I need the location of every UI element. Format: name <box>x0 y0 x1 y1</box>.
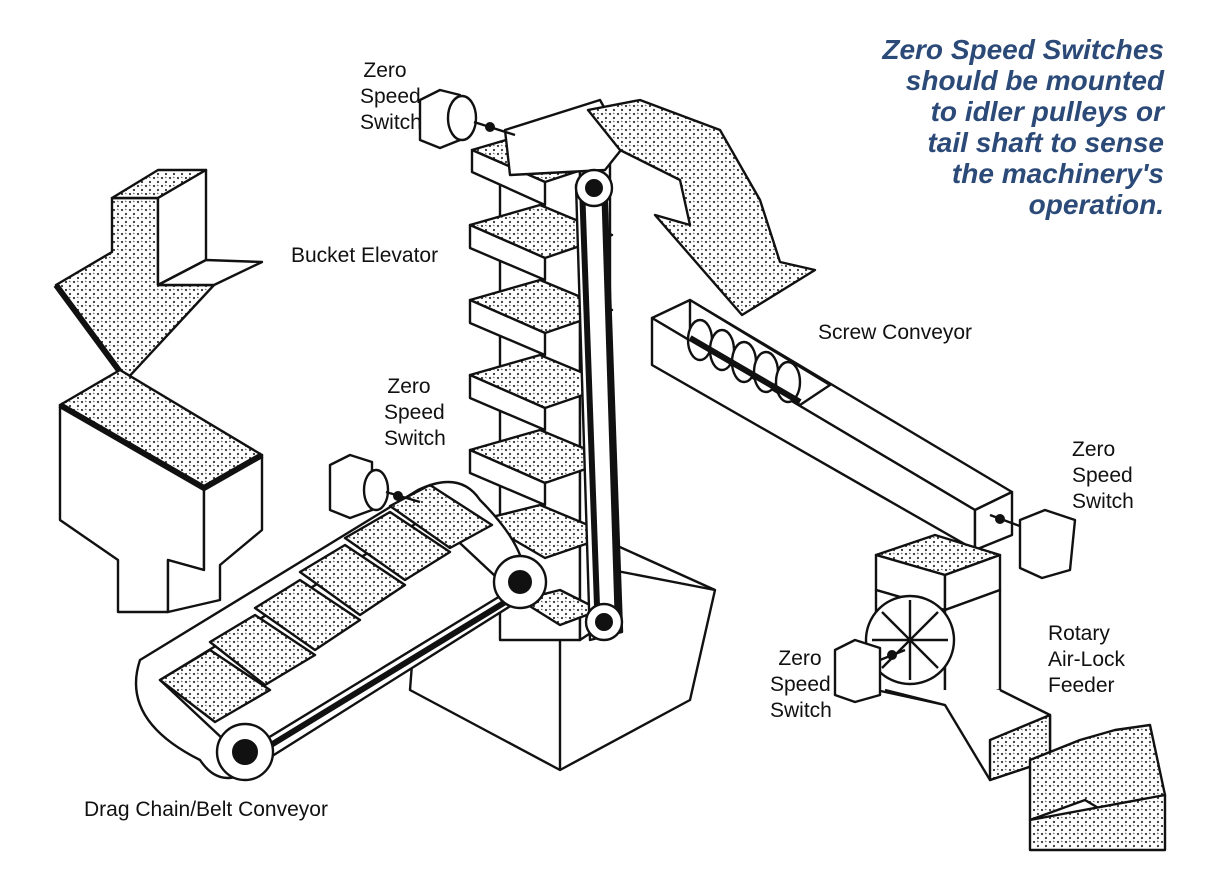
label-line: Air-Lock <box>1048 648 1126 671</box>
label-line: Speed <box>360 85 421 108</box>
label-line: Speed <box>770 673 831 696</box>
label-line: Switch <box>360 111 422 134</box>
label-screw-conveyor: Screw Conveyor <box>818 321 973 344</box>
bucket-elevator <box>408 98 717 772</box>
speed-switch-unit-top <box>418 88 516 150</box>
discharge-chute-arrow <box>586 98 817 317</box>
label-line: Rotary <box>1048 622 1110 645</box>
label-zero-speed-switch-bottom: Zero Speed Switch <box>770 646 832 724</box>
label-line: Zero <box>1072 438 1116 461</box>
label-bucket-elevator: Bucket Elevator <box>291 244 439 267</box>
label-line: Zero <box>778 647 822 670</box>
label-zero-speed-switch-right: Zero Speed Switch <box>1072 437 1134 515</box>
mounting-note: Zero Speed Switches should be mounted to… <box>804 34 1164 220</box>
label-line: Switch <box>770 699 832 722</box>
note-line: to idler pulleys or <box>930 96 1164 127</box>
rotary-airlock-feeder <box>864 533 1167 852</box>
screw-conveyor <box>650 298 1014 552</box>
hopper <box>53 168 264 614</box>
label-line: Speed <box>384 401 445 424</box>
label-rotary-airlock-feeder: Rotary Air-Lock Feeder <box>1048 621 1125 699</box>
note-line: operation. <box>1028 189 1164 220</box>
note-line: tail shaft to sense <box>927 127 1164 158</box>
label-line: Switch <box>1072 490 1134 513</box>
note-line: should be mounted <box>905 65 1164 96</box>
note-line: Zero Speed Switches <box>882 34 1164 65</box>
label-drag-chain-conveyor: Drag Chain/Belt Conveyor <box>84 798 328 821</box>
label-line: Zero <box>363 59 407 82</box>
speed-switch-unit-bottom <box>833 638 906 704</box>
label-line: Zero <box>387 375 431 398</box>
label-zero-speed-switch-top: Zero Speed Switch <box>360 58 422 136</box>
label-line: Switch <box>384 427 446 450</box>
label-zero-speed-switch-mid: Zero Speed Switch <box>384 374 446 452</box>
note-line: the machinery's <box>951 158 1164 189</box>
label-line: Feeder <box>1048 674 1115 697</box>
speed-switch-unit-right <box>989 508 1077 580</box>
label-line: Speed <box>1072 464 1133 487</box>
speed-switch-unit-mid <box>328 453 421 520</box>
